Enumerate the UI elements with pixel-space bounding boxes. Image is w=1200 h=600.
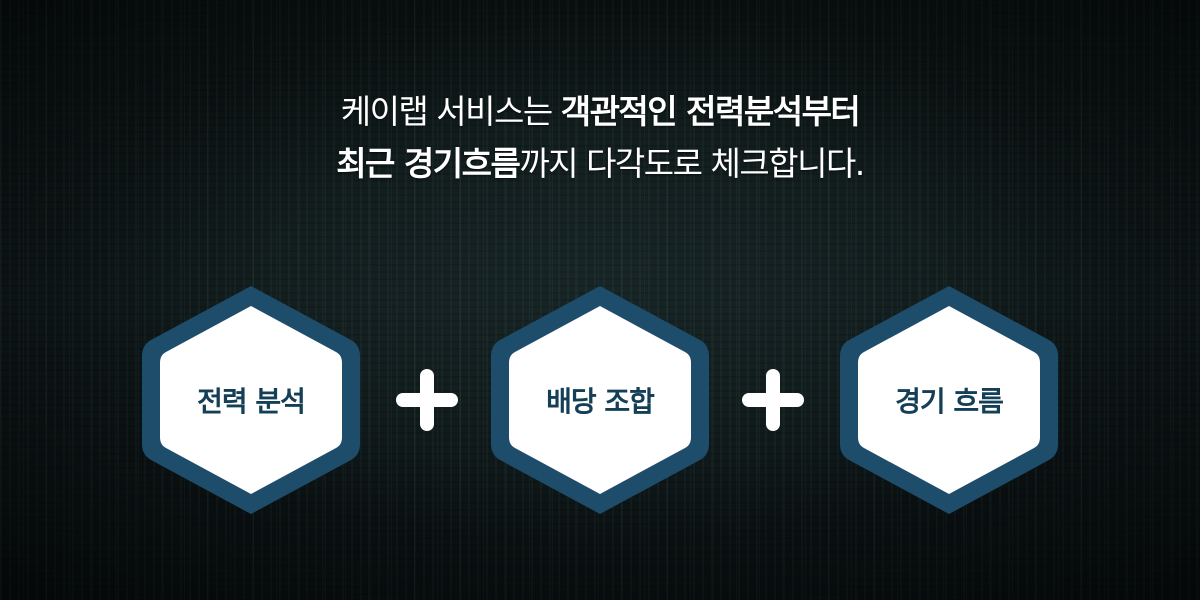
headline-line-2-bold-b: 경기흐름 [403, 144, 521, 183]
hexagon-icon [840, 286, 1058, 514]
hexagon-icon [142, 286, 360, 514]
headline-line-2: 최근 경기흐름까지 다각도로 체크합니다. [0, 138, 1200, 190]
feature-hex-odds: 배당 조합 [485, 280, 715, 520]
plus-icon [396, 369, 458, 431]
plus-icon [742, 369, 804, 431]
feature-label: 배당 조합 [546, 385, 655, 418]
feature-label: 전력 분석 [197, 385, 306, 418]
headline-line-2-normal: 까지 다각도로 체크합니다. [519, 144, 865, 183]
headline-line-1: 케이랩 서비스는 객관적인 전력분석부터 [0, 86, 1200, 138]
headline-line-2-bold-a: 최근 [336, 144, 404, 183]
headline-line-1-normal: 케이랩 서비스는 [340, 92, 561, 131]
feature-hex-flow: 경기 흐름 [834, 280, 1064, 520]
feature-hex-analysis: 전력 분석 [136, 280, 366, 520]
feature-label: 경기 흐름 [895, 385, 1004, 418]
headline: 케이랩 서비스는 객관적인 전력분석부터 최근 경기흐름까지 다각도로 체크합니… [0, 86, 1200, 190]
headline-line-1-bold: 객관적인 전력분석부터 [560, 92, 861, 131]
hexagon-icon [491, 286, 709, 514]
